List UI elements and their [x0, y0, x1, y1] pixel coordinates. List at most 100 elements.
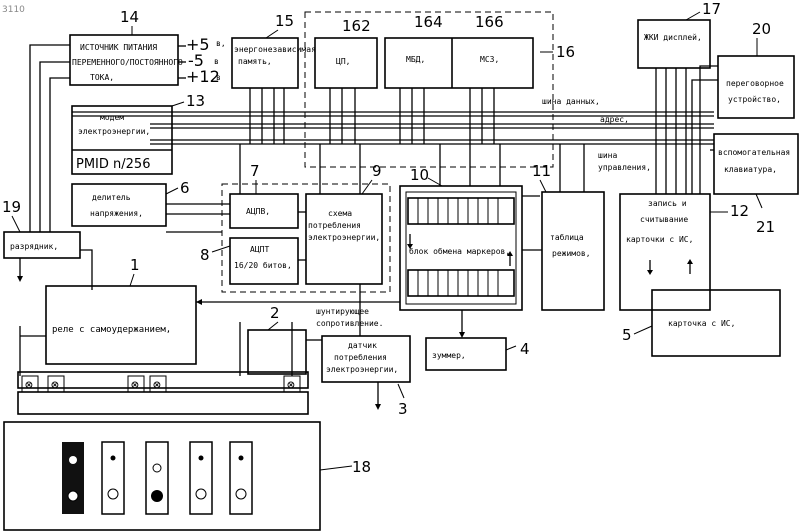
buzzer-num: 4: [520, 340, 530, 358]
card-rw-line-2: считывание: [640, 215, 688, 224]
screw-icon: ⊗: [51, 378, 59, 393]
divider-line-1: делитель: [92, 193, 131, 202]
nvram-leader: [266, 30, 278, 38]
adct-line-1: АЦПТ: [250, 245, 269, 254]
terminal-bar: [18, 392, 308, 414]
screw-icon: ⊗: [131, 378, 139, 393]
card-rw-line-3: карточки с ИС,: [626, 235, 693, 244]
modem-line-1: модем: [100, 113, 124, 122]
mode-table-line-1: таблица: [550, 232, 584, 242]
sensor-line-3: электроэнергии,: [326, 365, 398, 374]
power-wire-left-2: [40, 62, 70, 232]
connector-slot: [62, 442, 84, 514]
nvram-line-2: память,: [238, 57, 272, 66]
lcd-num: 17: [702, 0, 721, 18]
nvram-num: 15: [275, 12, 294, 30]
connector-dot: [199, 456, 204, 461]
speaker-link-1: [700, 66, 718, 194]
ic-card-num: 5: [622, 326, 632, 344]
discharger-num: 19: [2, 198, 21, 216]
terminal-screws: ⊗ ⊗ ⊗ ⊗ ⊗: [22, 376, 300, 393]
speaker-num: 20: [752, 20, 771, 38]
power-line-3: ТОКА,: [90, 73, 114, 82]
shunt-num: 2: [270, 304, 280, 322]
bus-control-label-2: управления,: [598, 163, 651, 172]
relay-leader: [130, 274, 134, 286]
discharger-label: разрядник,: [10, 242, 58, 251]
sensor-leader: [398, 384, 404, 398]
sensor-line-2: потребления: [334, 352, 387, 362]
marker-label: блок обмена маркеров,: [409, 246, 510, 256]
shunt-line-2: сопротивление.: [316, 319, 383, 328]
msz-label: МСЗ,: [480, 55, 499, 64]
adcv-num: 7: [250, 162, 260, 180]
modem-num: 13: [186, 92, 205, 110]
power-num: 14: [120, 8, 139, 26]
screw-icon: ⊗: [25, 378, 33, 393]
aux-keyboard-line-2: клавиатура,: [724, 165, 777, 174]
nvram-line-1: энергонезависимая: [234, 45, 316, 54]
shunt-line-1: шунтирующее: [316, 307, 369, 316]
screw-icon: ⊗: [287, 378, 295, 393]
discharger-leader: [12, 216, 20, 232]
connector-slot: [102, 442, 124, 514]
base-num: 18: [352, 458, 371, 476]
aux-keyboard-line-1: вспомогательная: [718, 148, 790, 157]
adct-line-2: 16/20 битов,: [234, 260, 292, 270]
aux-keyboard-box: [714, 134, 798, 194]
sensor-num: 3: [398, 400, 408, 418]
energy-circuit-line-2: потребления: [308, 220, 361, 230]
relay-num: 1: [130, 256, 140, 274]
relay-label: реле с самоудержанием,: [52, 325, 171, 335]
aux-keyboard-num: 21: [756, 218, 775, 236]
power-wire-left-3: [50, 78, 70, 232]
voltage-unit-1: в,: [216, 39, 226, 48]
screw-icon: ⊗: [153, 378, 161, 393]
card-rw-line-1: запись и: [648, 199, 687, 208]
adcv-label: АЦПВ,: [246, 207, 270, 216]
adct-leader: [212, 246, 230, 252]
lcd-label: ЖКИ дисплей,: [644, 33, 702, 42]
mbd-num: 164: [414, 13, 443, 31]
lcd-box: [638, 20, 710, 68]
buzzer-leader: [506, 346, 516, 350]
marker-register-top-cells: [418, 198, 498, 224]
divider-line-2: напряжения,: [90, 209, 143, 218]
modem-line-2: электроэнергии,: [78, 127, 150, 136]
sensor-arrow-head: [375, 404, 381, 410]
connector-screw: [68, 491, 78, 501]
corner-label: 3110: [2, 5, 25, 15]
mbd-label: МБД,: [406, 55, 425, 64]
base-connectors: [62, 442, 252, 514]
card-arrow-head-up: [687, 259, 693, 264]
bus-address-label: адрес,: [600, 115, 629, 124]
buzzer-label: зуммер,: [432, 351, 466, 360]
shunt-leader: [268, 322, 278, 330]
discharger-wire: [80, 250, 92, 290]
marker-register-bottom-cells: [418, 270, 498, 296]
mode-table-line-2: режимов,: [552, 249, 591, 258]
connector-screw: [151, 490, 163, 502]
adct-num: 8: [200, 246, 210, 264]
divider-num: 6: [180, 179, 190, 197]
connector-dot: [69, 456, 77, 464]
buzzer-arrow-head: [459, 332, 465, 338]
cpu-label: ЦП,: [336, 57, 350, 66]
card-rw-num: 12: [730, 202, 749, 220]
discharger-arrow-head: [17, 276, 23, 282]
shunt-box: [248, 330, 306, 374]
connector-slot: [146, 442, 168, 514]
connector-dot: [153, 464, 161, 472]
mode-table-num: 11: [532, 162, 551, 180]
energy-circuit-leader: [362, 180, 372, 194]
power-line-1: ИСТОЧНИК ПИТАНИЯ: [80, 43, 157, 52]
power-line-2: ПЕРЕМЕННОГО/ПОСТОЯННОГО: [72, 58, 183, 67]
modem-leader: [172, 102, 184, 106]
lcd-leader: [686, 12, 700, 20]
ic-card-label: карточка с ИС,: [668, 319, 735, 328]
connector-slot: [190, 442, 212, 514]
connector-screw: [108, 489, 118, 499]
connector-dot: [239, 456, 244, 461]
modem-chip: PMID n/256: [76, 157, 150, 172]
